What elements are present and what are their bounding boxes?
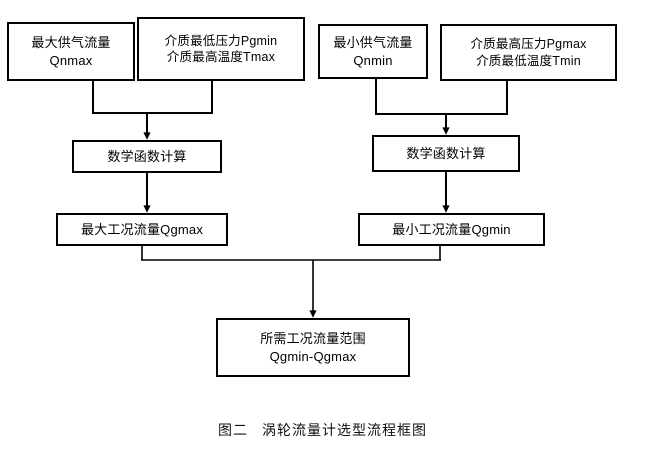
node-pgmax-tmin: 介质最高压力Pgmax 介质最低温度Tmin (440, 24, 617, 81)
node-pgmin-tmax-line-2: 介质最高温度Tmax (166, 50, 276, 64)
node-qgmin-label: 最小工况流量Qgmin (392, 221, 511, 237)
node-qnmax-line-2: Qnmax (49, 52, 93, 68)
node-math-right-label: 数学函数计算 (406, 145, 486, 161)
edge-right-merge (375, 79, 508, 135)
node-qnmax: 最大供气流量 Qnmax (7, 22, 135, 81)
edge-bottom-merge (141, 246, 441, 318)
node-qgmin: 最小工况流量Qgmin (358, 213, 545, 246)
node-math-left: 数学函数计算 (72, 140, 222, 173)
node-result-line-1: 所需工况流量范围 (260, 331, 366, 347)
node-result-line-2: Qgmin-Qgmax (269, 348, 357, 364)
node-qnmin: 最小供气流量 Qnmin (318, 24, 428, 79)
node-qgmax: 最大工况流量Qgmax (56, 213, 228, 246)
node-pgmin-tmax-line-1: 介质最低压力Pgmin (164, 33, 278, 48)
node-pgmax-tmin-line-2: 介质最低温度Tmin (476, 53, 581, 68)
edge-left-merge (92, 81, 213, 140)
node-qnmax-line-1: 最大供气流量 (31, 35, 111, 51)
node-qnmin-line-1: 最小供气流量 (333, 35, 413, 51)
figure-caption: 图二涡轮流量计选型流程框图 (0, 420, 645, 440)
figure-caption-label: 图二 (218, 422, 248, 438)
node-pgmax-tmin-line-1: 介质最高压力Pgmax (470, 37, 587, 51)
node-qgmax-label: 最大工况流量Qgmax (80, 221, 204, 237)
node-math-right: 数学函数计算 (372, 135, 520, 172)
node-math-left-label: 数学函数计算 (107, 148, 187, 164)
node-pgmin-tmax: 介质最低压力Pgmin 介质最高温度Tmax (137, 17, 305, 81)
figure-caption-text: 涡轮流量计选型流程框图 (262, 422, 427, 438)
node-result: 所需工况流量范围 Qgmin-Qgmax (216, 318, 410, 377)
node-qnmin-line-2: Qnmin (353, 52, 393, 68)
